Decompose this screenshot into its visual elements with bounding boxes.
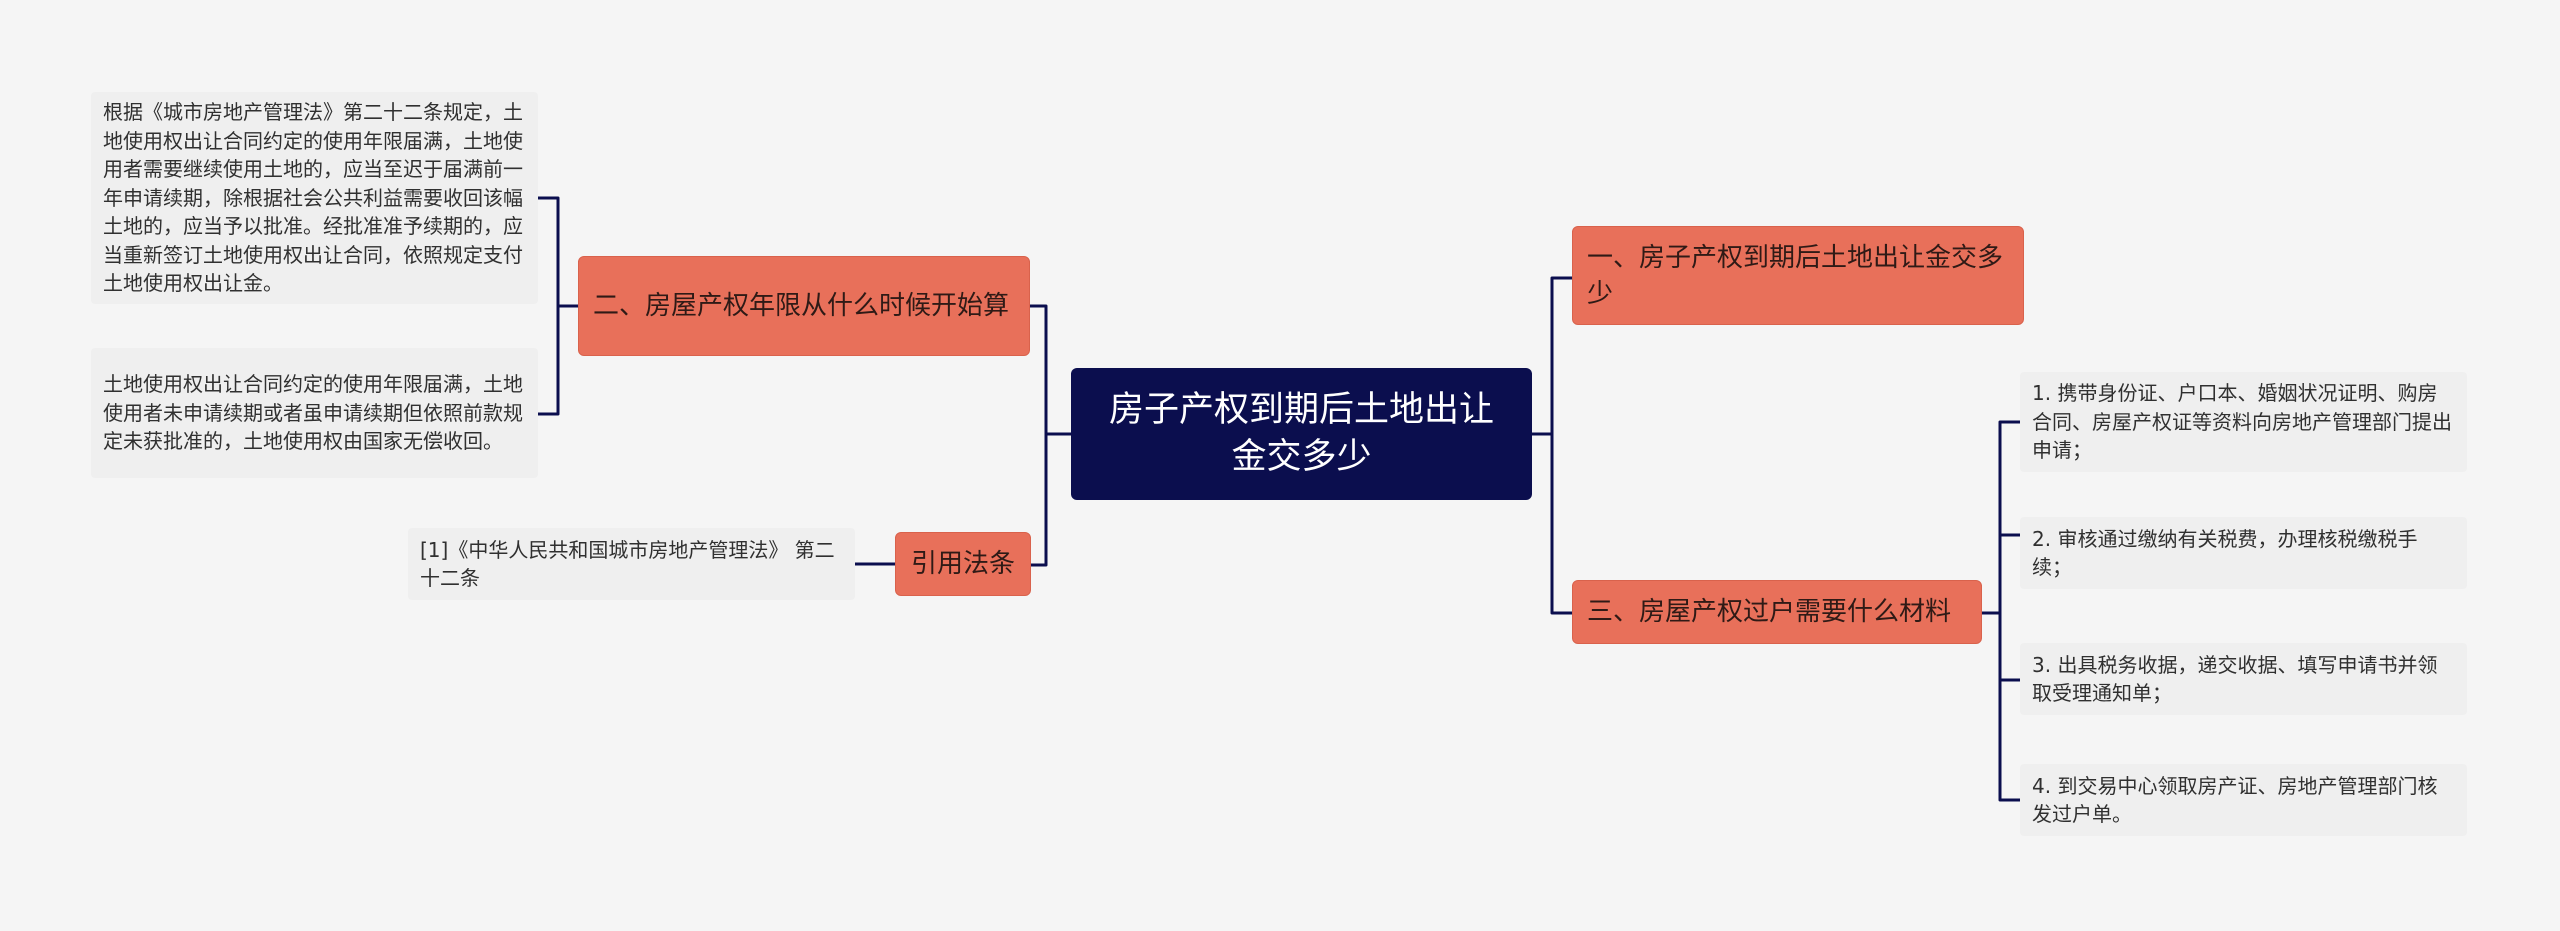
leaf-b2-1: 根据《城市房地产管理法》第二十二条规定，土地使用权出让合同约定的使用年限届满，土… bbox=[91, 92, 538, 304]
branch-label-1: 一、房子产权到期后土地出让金交多少 bbox=[1587, 242, 2004, 309]
leaf-text: 3. 出具税务收据，递交收据、填写申请书并领取受理通知单； bbox=[2032, 652, 2438, 706]
branch-node-3[interactable]: 三、房屋产权过户需要什么材料 bbox=[1572, 580, 1982, 644]
branch-node-2[interactable]: 二、房屋产权年限从什么时候开始算 bbox=[578, 256, 1030, 356]
leaf-text: [1]《中华人民共和国城市房地产管理法》 第二十二条 bbox=[420, 537, 835, 591]
branch-node-citation[interactable]: 引用法条 bbox=[895, 532, 1031, 596]
leaf-b3-3: 3. 出具税务收据，递交收据、填写申请书并领取受理通知单； bbox=[2020, 643, 2467, 715]
leaf-text: 2. 审核通过缴纳有关税费，办理核税缴税手续； bbox=[2032, 526, 2418, 580]
leaf-b2-2: 土地使用权出让合同约定的使用年限届满，土地使用者未申请续期或者虽申请续期但依照前… bbox=[91, 348, 538, 478]
branch-label-2: 二、房屋产权年限从什么时候开始算 bbox=[593, 291, 1010, 321]
connector-branch-b2 bbox=[536, 196, 580, 416]
leaf-b3-2: 2. 审核通过缴纳有关税费，办理核税缴税手续； bbox=[2020, 517, 2467, 589]
connector-branch-b3 bbox=[1978, 420, 2022, 802]
leaf-b3-1: 1. 携带身份证、户口本、婚姻状况证明、购房合同、房屋产权证等资料向房地产管理部… bbox=[2020, 372, 2467, 472]
root-node[interactable]: 房子产权到期后土地出让金交多少 bbox=[1071, 368, 1532, 500]
connector-root-left bbox=[1027, 304, 1073, 567]
root-title: 房子产权到期后土地出让金交多少 bbox=[1108, 390, 1494, 477]
connector-root-right bbox=[1530, 276, 1574, 615]
leaf-text: 土地使用权出让合同约定的使用年限届满，土地使用者未申请续期或者虽申请续期但依照前… bbox=[103, 372, 523, 454]
branch-node-1[interactable]: 一、房子产权到期后土地出让金交多少 bbox=[1572, 226, 2024, 325]
leaf-b3-4: 4. 到交易中心领取房产证、房地产管理部门核发过户单。 bbox=[2020, 764, 2467, 836]
leaf-text: 4. 到交易中心领取房产证、房地产管理部门核发过户单。 bbox=[2032, 773, 2438, 827]
branch-label-citation: 引用法条 bbox=[910, 549, 1015, 579]
leaf-text: 1. 携带身份证、户口本、婚姻状况证明、购房合同、房屋产权证等资料向房地产管理部… bbox=[2032, 381, 2452, 463]
leaf-citation-1: [1]《中华人民共和国城市房地产管理法》 第二十二条 bbox=[408, 528, 855, 600]
branch-label-3: 三、房屋产权过户需要什么材料 bbox=[1587, 597, 1952, 627]
leaf-text: 根据《城市房地产管理法》第二十二条规定，土地使用权出让合同约定的使用年限届满，土… bbox=[103, 100, 523, 296]
